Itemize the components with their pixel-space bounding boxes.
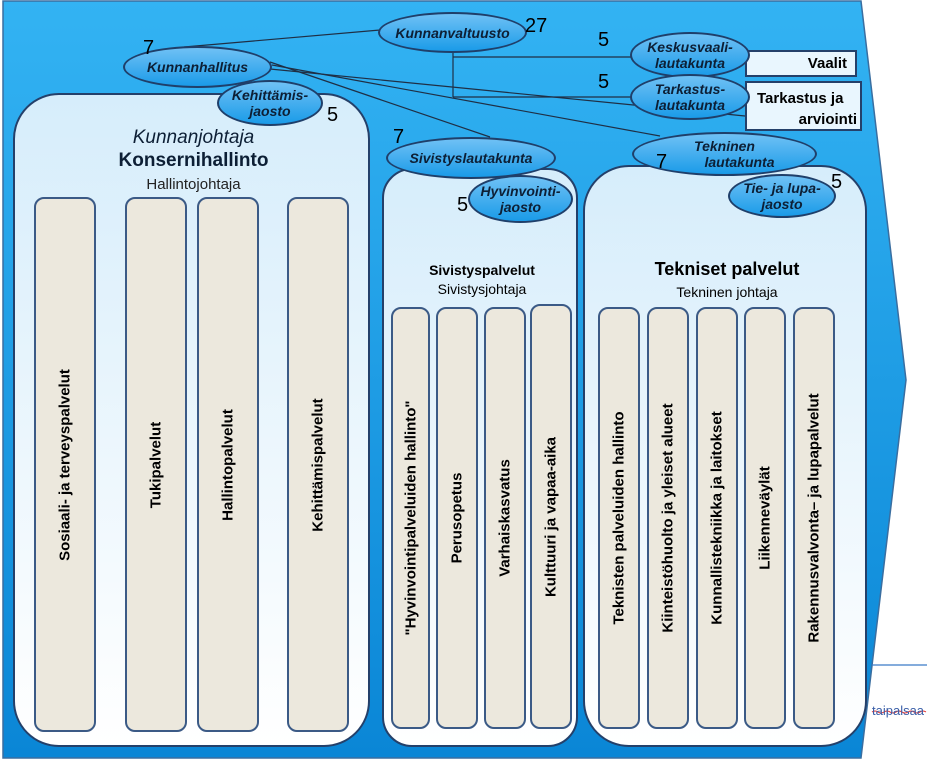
election-box: Vaalit: [745, 50, 857, 77]
column-label: Varhaiskasvatus: [496, 459, 514, 577]
election-board-count: 5: [598, 29, 610, 51]
road-section-label-2: jaosto: [761, 196, 803, 212]
column-development: Kehittämispalvelut: [287, 197, 349, 732]
audit-board-label-2: lautakunta: [654, 97, 725, 113]
column-building-control: Rakennusvalvonta– ja lupapalvelut: [793, 307, 835, 729]
election-box-label: Vaalit: [807, 55, 847, 72]
audit-box: Tarkastus ja arviointi: [745, 81, 862, 131]
road-section-ellipse: Tie- ja lupa- jaosto: [728, 174, 836, 218]
election-board-label-2: lautakunta: [654, 55, 725, 71]
column-label: Kehittämispalvelut: [309, 397, 327, 532]
board-label: Kunnanhallitus: [146, 59, 249, 75]
technical-board-count: 7: [656, 151, 668, 173]
group-admin-subtitle: Hallintojohtaja: [146, 176, 241, 193]
column-admin: Hallintopalvelut: [197, 197, 259, 732]
column-municipal-engineering: Kunnallistekniikka ja laitokset: [696, 307, 738, 729]
audit-box-label-1: Tarkastus ja: [757, 90, 844, 107]
election-board-label-1: Keskusvaali-: [647, 39, 733, 55]
column-label: Kunnallistekniikka ja laitokset: [708, 411, 726, 625]
column-roads: Liikenneväylät: [744, 307, 786, 729]
audit-board-ellipse: Tarkastus- lautakunta: [630, 74, 750, 120]
welfare-section-ellipse: Hyvinvointi- jaosto: [468, 175, 573, 223]
dev-section-count: 5: [327, 104, 339, 126]
technical-board-label-1: Tekninen: [694, 138, 755, 154]
column-support: Tukipalvelut: [125, 197, 187, 732]
group-admin-title: Konsernihallinto: [118, 150, 269, 171]
education-board-count: 7: [393, 126, 405, 148]
road-section-count: 5: [831, 171, 843, 193]
column-early-education: Varhaiskasvatus: [484, 307, 526, 729]
column-label: Kiinteistöhuolto ja yleiset alueet: [659, 403, 677, 633]
welfare-section-label-2: jaosto: [499, 199, 542, 215]
technical-board-ellipse: Tekninen lautakunta: [632, 132, 817, 176]
audit-board-count: 5: [598, 71, 610, 93]
council-count: 27: [525, 15, 548, 37]
column-property-maintenance: Kiinteistöhuolto ja yleiset alueet: [647, 307, 689, 729]
column-welfare-admin: "Hyvinvointipalveluiden hallinto": [391, 307, 430, 729]
election-board-ellipse: Keskusvaali- lautakunta: [630, 32, 750, 78]
education-subtitle: Sivistysjohtaja: [437, 281, 527, 297]
group-admin-role: Kunnanjohtaja: [132, 127, 255, 148]
column-basic-education: Perusopetus: [436, 307, 478, 729]
council-label: Kunnanvaltuusto: [395, 24, 510, 41]
board-ellipse: Kunnanhallitus: [123, 46, 272, 88]
welfare-section-count: 5: [457, 194, 469, 216]
audit-box-label-2: arviointi: [798, 111, 857, 128]
dev-section-ellipse: Kehittämis- jaosto: [217, 80, 323, 126]
technical-title: Tekniset palvelut: [654, 259, 800, 279]
edge-squiggle: [871, 710, 927, 714]
column-social-health: Sosiaali- ja terveyspalvelut: [34, 197, 96, 732]
column-label: Liikenneväylät: [756, 466, 774, 570]
column-label: Tukipalvelut: [147, 421, 165, 508]
column-label: Teknisten palveluiden hallinto: [610, 411, 628, 625]
column-label: Perusopetus: [448, 472, 466, 564]
column-label: "Hyvinvointipalveluiden hallinto": [402, 400, 419, 636]
road-section-label-1: Tie- ja lupa-: [743, 180, 821, 196]
column-label: Rakennusvalvonta– ja lupapalvelut: [805, 393, 823, 643]
welfare-section-label-1: Hyvinvointi-: [480, 183, 561, 199]
column-technical-admin: Teknisten palveluiden hallinto: [598, 307, 640, 729]
column-culture-leisure: Kulttuuri ja vapaa-aika: [530, 304, 572, 729]
education-board-label: Sivistyslautakunta: [409, 150, 533, 166]
technical-subtitle: Tekninen johtaja: [676, 284, 778, 300]
edge-text: taipalsaa: [872, 703, 925, 718]
council-ellipse: Kunnanvaltuusto: [378, 12, 527, 53]
education-title: Sivistyspalvelut: [429, 262, 535, 278]
technical-board-label-2: lautakunta: [704, 154, 775, 170]
column-label: Sosiaali- ja terveyspalvelut: [56, 368, 74, 561]
board-count: 7: [143, 37, 155, 59]
column-label: Hallintopalvelut: [219, 408, 237, 521]
education-board-ellipse: Sivistyslautakunta: [386, 137, 556, 179]
column-label: Kulttuuri ja vapaa-aika: [542, 436, 560, 597]
dev-section-label-1: Kehittämis-: [231, 87, 309, 103]
audit-board-label-1: Tarkastus-: [654, 81, 726, 97]
dev-section-label-2: jaosto: [249, 103, 291, 119]
